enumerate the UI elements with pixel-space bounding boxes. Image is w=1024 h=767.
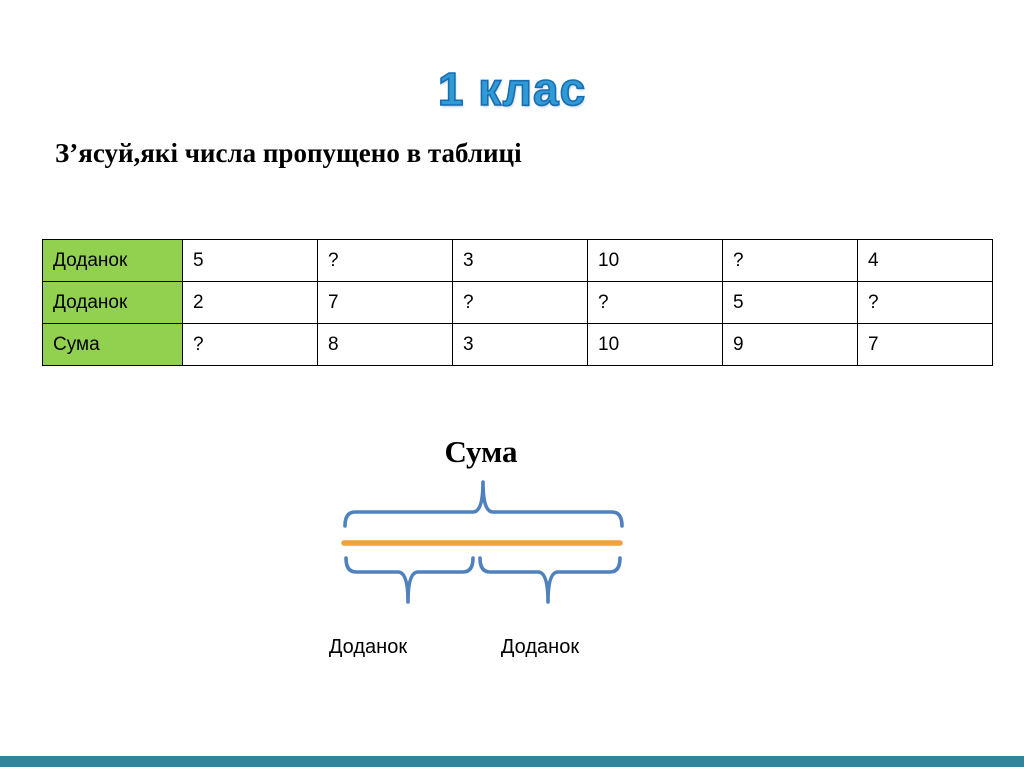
table-cell: ? — [452, 281, 588, 324]
task-instruction: З’ясуй,які числа пропущено в таблиці — [55, 138, 522, 168]
table-cell: 7 — [857, 323, 993, 366]
table-cell: 10 — [587, 323, 723, 366]
table-cell: 4 — [857, 239, 993, 282]
sum-addends-diagram — [341, 480, 624, 604]
row-header: Доданок — [42, 239, 183, 282]
table-row: Доданок 2 7 ? ? 5 ? — [42, 281, 993, 324]
table-cell: ? — [182, 323, 318, 366]
table-cell: ? — [317, 239, 453, 282]
table-cell: 8 — [317, 323, 453, 366]
addend-right-label: Доданок — [500, 636, 580, 658]
footer-accent-bar — [0, 756, 1024, 767]
addend-left-underbrace-shape — [344, 556, 475, 604]
table-cell: 9 — [722, 323, 858, 366]
table-cell: 5 — [722, 281, 858, 324]
addition-table: Доданок 5 ? 3 10 ? 4 Доданок 2 7 ? ? 5 ?… — [42, 239, 993, 366]
row-header: Сума — [42, 323, 183, 366]
addend-right-underbrace-shape — [478, 556, 622, 604]
sum-overbrace-shape — [343, 480, 624, 528]
grade-title: 1 клас — [437, 62, 587, 116]
table-cell: 2 — [182, 281, 318, 324]
table-cell: ? — [587, 281, 723, 324]
table-cell: 5 — [182, 239, 318, 282]
table-row: Доданок 5 ? 3 10 ? 4 — [42, 239, 993, 282]
sum-label: Сума — [444, 434, 518, 469]
table-cell: 3 — [452, 323, 588, 366]
addend-left-label: Доданок — [328, 636, 408, 658]
table-cell: 7 — [317, 281, 453, 324]
row-header: Доданок — [42, 281, 183, 324]
table-row: Сума ? 8 3 10 9 7 — [42, 323, 993, 366]
table-cell: 10 — [587, 239, 723, 282]
table-cell: ? — [857, 281, 993, 324]
table-cell: ? — [722, 239, 858, 282]
table-cell: 3 — [452, 239, 588, 282]
